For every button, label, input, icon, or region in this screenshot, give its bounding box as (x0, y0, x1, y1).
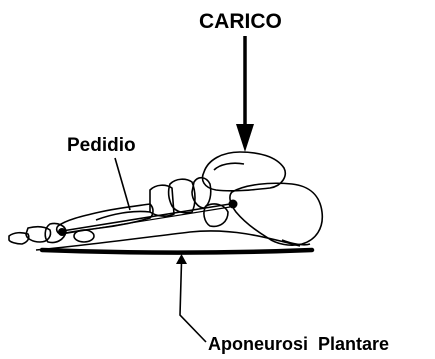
load-label: CARICO (199, 10, 282, 33)
fascia-arrow (176, 254, 206, 342)
fascia-label: Aponeurosi Plantare (208, 334, 389, 354)
calcaneus-bone (230, 183, 322, 245)
extensor-label: Pedidio (67, 135, 136, 156)
extensor-leader-line (115, 158, 130, 210)
foot-skeleton (9, 152, 322, 250)
load-arrow (236, 36, 254, 152)
plantar-fascia (42, 250, 312, 253)
proximal-phalanx (26, 227, 51, 242)
talus-detail (214, 163, 244, 170)
talus-bone (203, 152, 286, 191)
